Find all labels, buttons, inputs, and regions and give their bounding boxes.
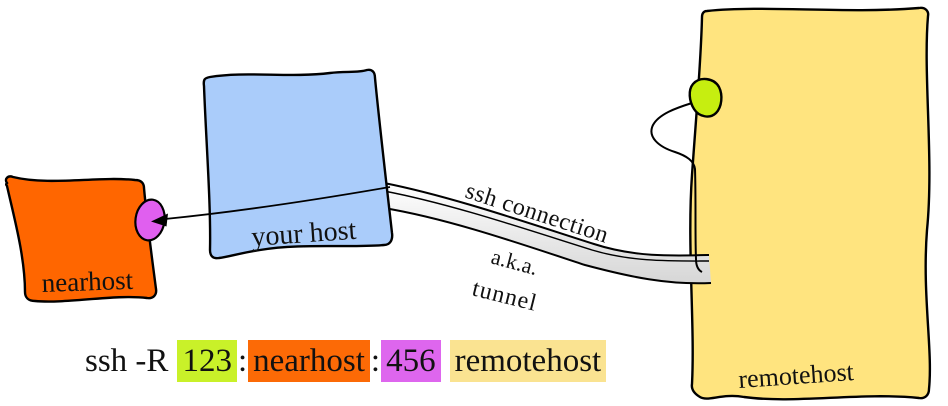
cmd-remote-listen-port: 123 — [177, 340, 237, 382]
yourhost-label: your host — [250, 215, 357, 253]
yourhost-shape — [202, 68, 394, 260]
tunnel-band-inner-line — [383, 190, 710, 262]
tunnel-band-bottom-edge — [383, 207, 712, 285]
tunnel-label: tunnel — [470, 276, 540, 317]
remotehost-shape — [689, 6, 932, 401]
cmd-dest-port: 456 — [381, 340, 441, 382]
tunnel-band — [384, 183, 711, 284]
cmd-prefix: ssh -R — [85, 343, 169, 379]
cmd-dest-host: nearhost — [248, 340, 370, 382]
remote-port-blob — [688, 77, 723, 118]
tunnel-band-top-edge — [383, 182, 710, 257]
cmd-separator-1: : — [237, 343, 248, 379]
cmd-separator-2: : — [370, 343, 381, 379]
nearhost-shape — [4, 175, 158, 303]
cmd-ssh-server: remotehost — [449, 340, 607, 382]
aka-label: a.k.a. — [489, 244, 541, 280]
nearhost-label: nearhost — [41, 265, 134, 298]
tunnel-loop-line — [650, 102, 703, 273]
forward-arrow-head — [151, 213, 168, 227]
forward-arrow-line — [164, 186, 391, 220]
